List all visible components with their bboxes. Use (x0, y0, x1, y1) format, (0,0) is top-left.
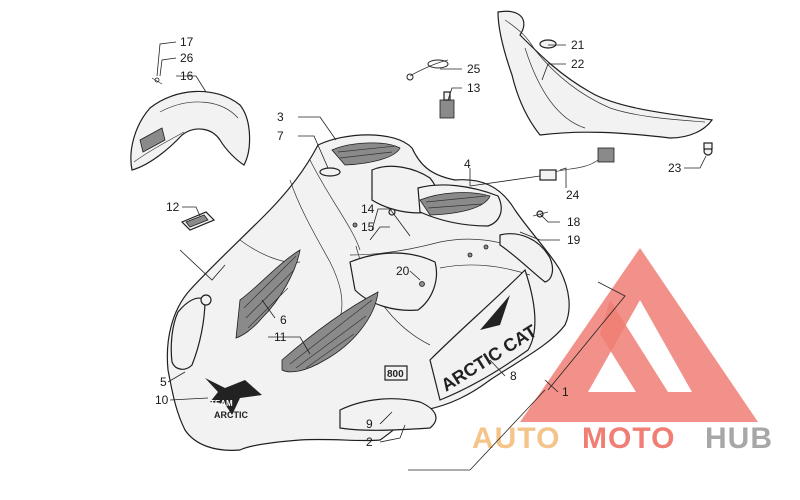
team-decal: TEAM (210, 399, 233, 408)
part-12-emblem (180, 211, 216, 231)
callout-23: 23 (668, 161, 682, 175)
callout-8: 8 (510, 369, 517, 383)
callout-1: 1 (562, 385, 569, 399)
callout-7: 7 (277, 129, 284, 143)
watermark-text-hub: HUB (705, 422, 773, 455)
callout-15: 15 (361, 220, 375, 234)
part-24-harness (539, 147, 615, 181)
watermark-logo: AUTO MOTO HUB (472, 248, 773, 455)
part-23-fastener (703, 142, 713, 156)
callout-22: 22 (571, 57, 585, 71)
part-25-tether (406, 59, 449, 81)
part-16-side-panel (130, 77, 251, 171)
callout-4: 4 (464, 157, 471, 171)
callout-25: 25 (467, 62, 481, 76)
callout-12: 12 (166, 200, 180, 214)
callout-2: 2 (366, 435, 373, 449)
callout-21: 21 (571, 38, 585, 52)
leader-lines (156, 41, 707, 471)
callout-16: 16 (180, 69, 194, 83)
callout-18: 18 (567, 215, 581, 229)
callout-14: 14 (361, 202, 375, 216)
watermark-text-auto: AUTO (472, 422, 560, 455)
callout-19: 19 (567, 233, 581, 247)
arctic-decal: ARCTIC (214, 410, 248, 420)
part-22-windshield (497, 10, 714, 139)
part-1-hood: ARCTIC CAT 800 TEAM ARCTIC (166, 134, 570, 451)
callout-5: 5 (160, 375, 167, 389)
callout-24: 24 (566, 188, 580, 202)
callout-10: 10 (155, 393, 169, 407)
callout-11: 11 (274, 330, 287, 344)
callout-6: 6 (280, 313, 287, 327)
callout-3: 3 (277, 110, 284, 124)
callout-9: 9 (366, 417, 373, 431)
callout-20: 20 (396, 264, 410, 278)
model-badge: 800 (387, 369, 404, 380)
callout-26: 26 (180, 51, 194, 65)
part-13-switch (439, 91, 455, 119)
callout-13: 13 (467, 81, 481, 95)
watermark-text-moto: MOTO (582, 422, 675, 455)
callout-17: 17 (180, 35, 194, 49)
watermark-triangle-icon (520, 248, 758, 422)
callout-labels: 17 26 16 3 7 25 13 21 22 4 24 23 12 14 1… (155, 35, 682, 449)
